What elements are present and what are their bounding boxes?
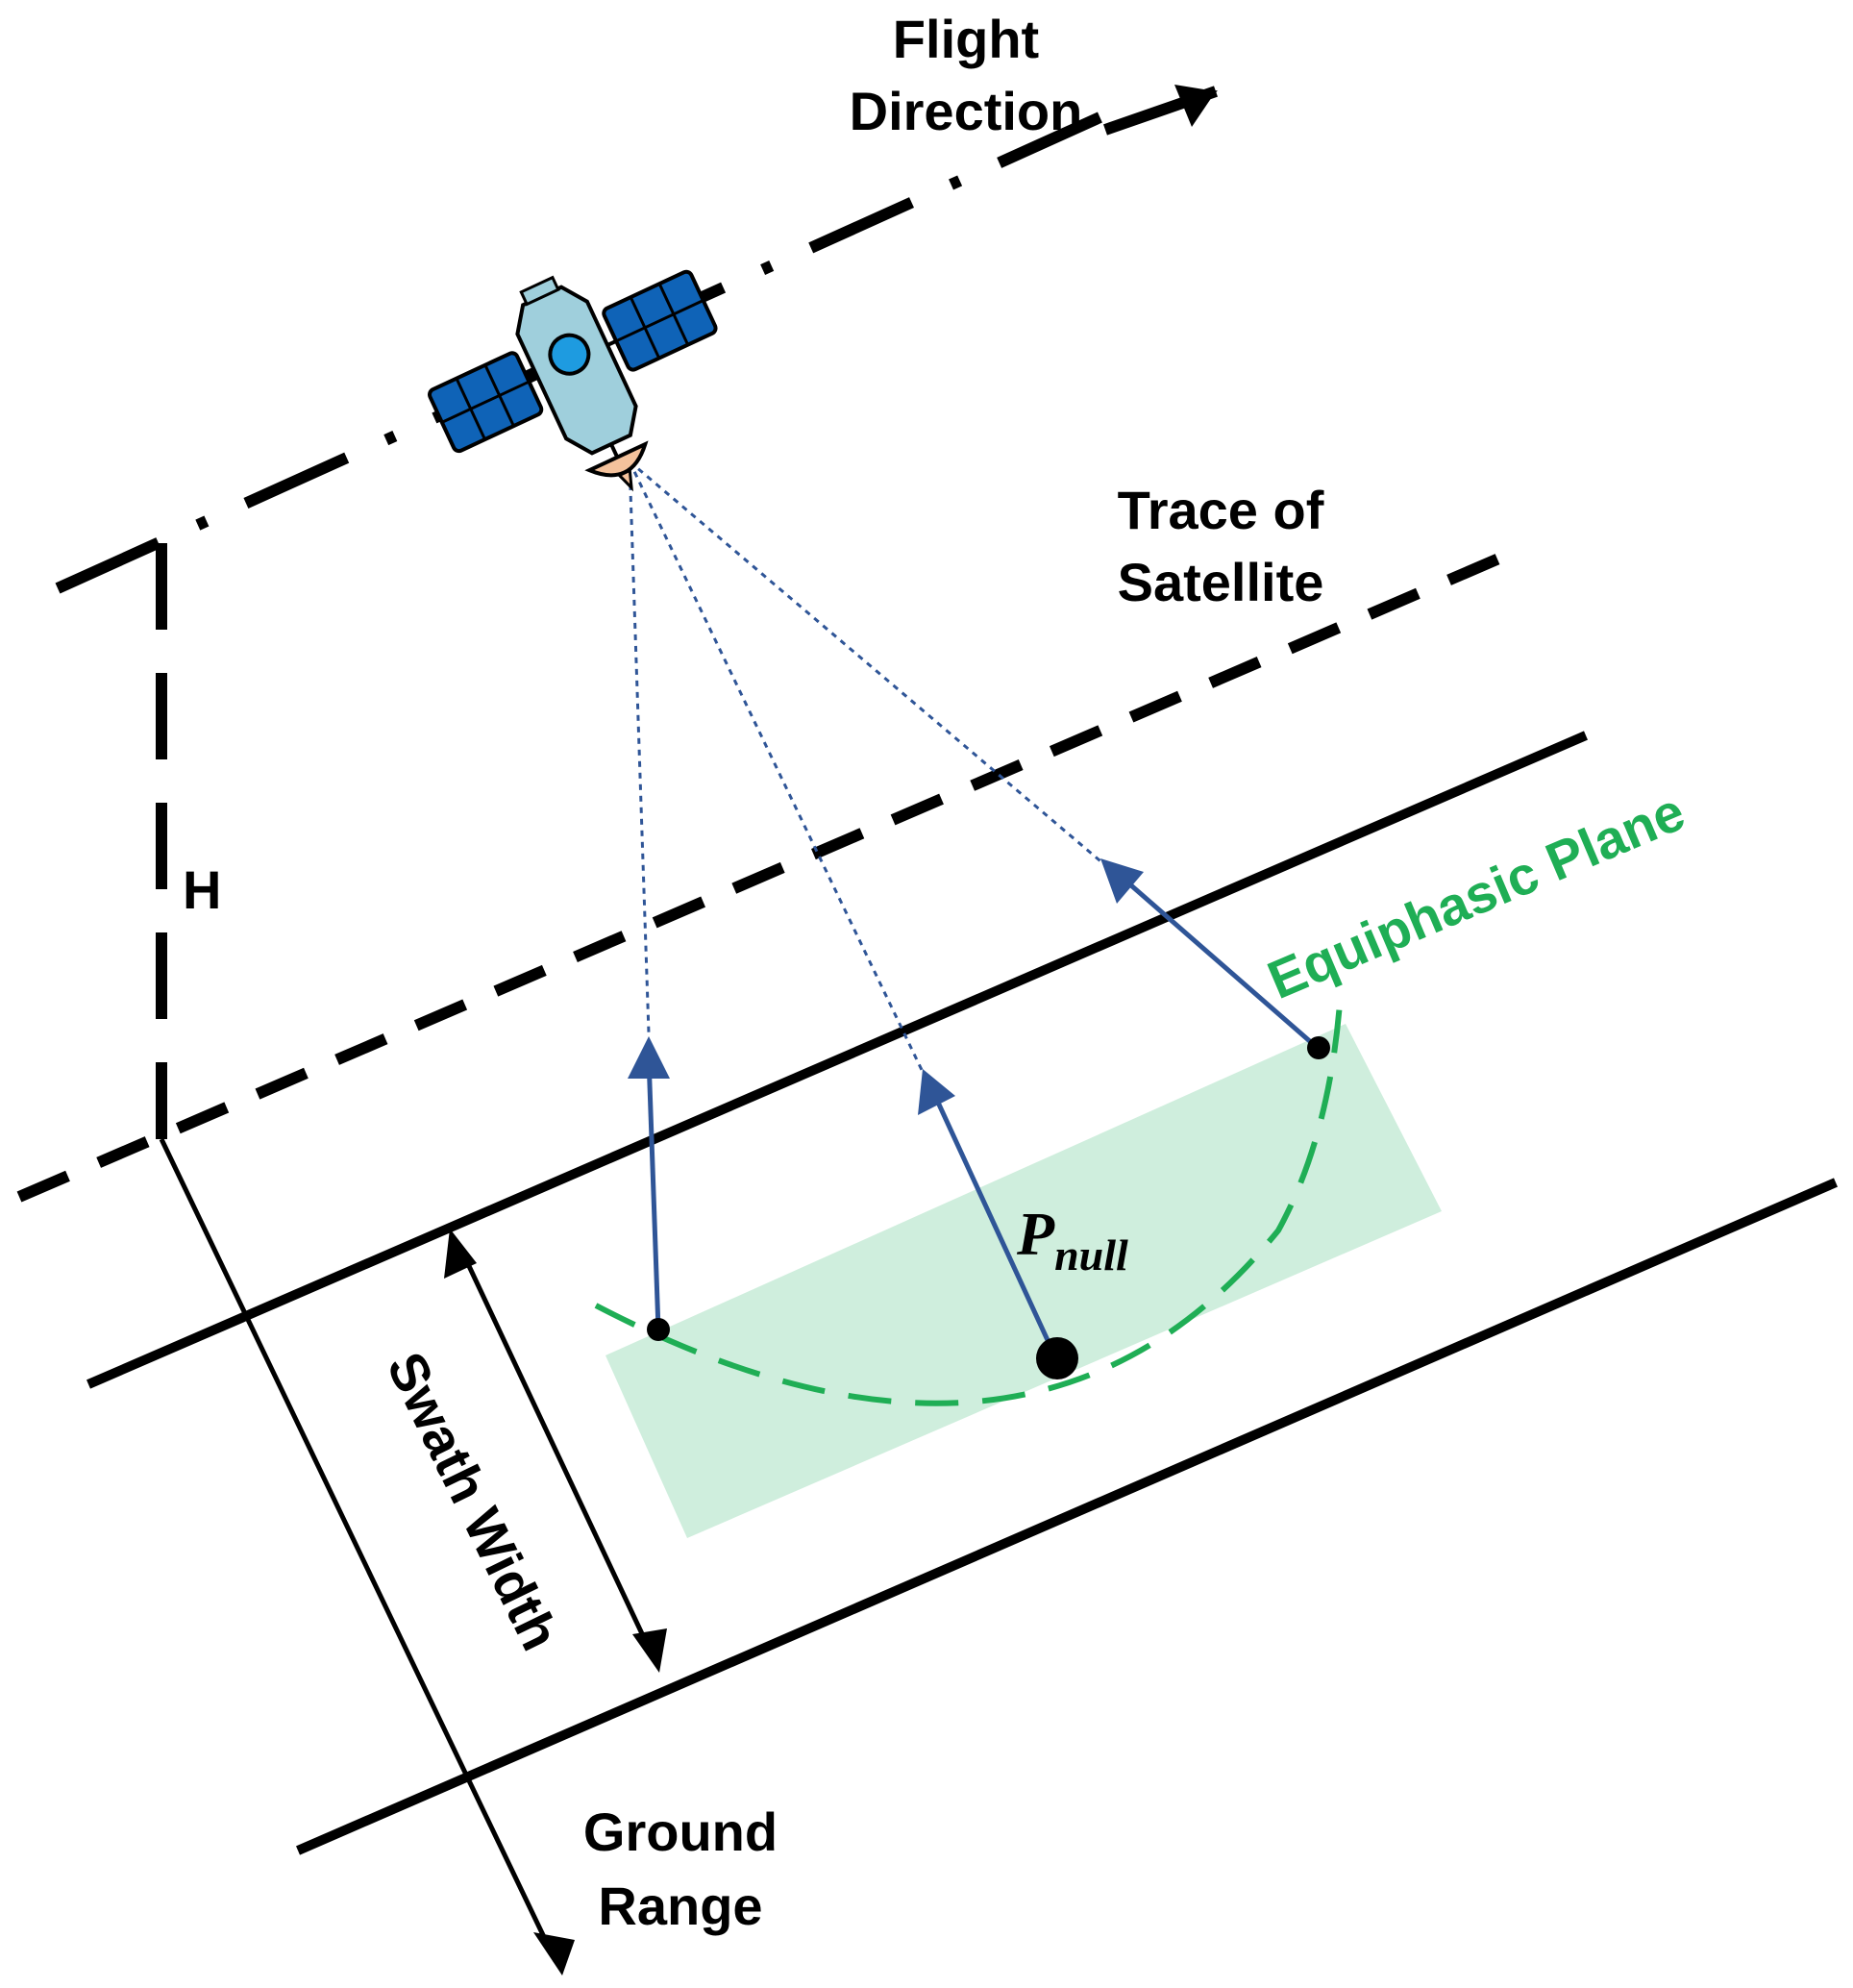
far-range-line [296, 1178, 1838, 1855]
flight-direction-label-line1: Flight [893, 9, 1039, 69]
ground-range-axis [159, 1137, 558, 1963]
radar-ray-middle [628, 460, 925, 1073]
near-range-line [86, 731, 1588, 1389]
trace-label-line2: Satellite [1118, 552, 1324, 612]
swath-area [605, 1024, 1442, 1538]
p-null-subscript: null [1054, 1230, 1128, 1280]
swath-width-arrowhead-top [444, 1229, 477, 1279]
swath-width-label: Swath Width [376, 1343, 572, 1659]
radar-ray-right [629, 460, 1106, 867]
ground-range-label-line2: Range [598, 1876, 762, 1936]
satellite-icon [428, 269, 718, 492]
satellite-trace-line [16, 542, 1526, 1203]
ground-point-left [647, 1318, 670, 1341]
echo-arrow-left [646, 1056, 661, 1330]
satellite-lens [548, 333, 591, 376]
ground-range-arrowhead [533, 1932, 575, 1976]
p-null-label: Pnull [1016, 1200, 1128, 1280]
p-null-main: P [1016, 1200, 1055, 1268]
ground-point-right [1307, 1036, 1330, 1059]
flight-direction-arrowhead [1174, 85, 1216, 127]
flight-direction-label-line2: Direction [850, 81, 1083, 141]
echo-arrow-right-head [1100, 858, 1144, 904]
solar-panel-left-icon [428, 351, 544, 454]
radar-ray-left [628, 460, 651, 1034]
equiphasic-plane-label: Equiphasic Plane [1259, 781, 1692, 1010]
equiphasic-arc [594, 989, 1344, 1406]
swath-width-arrowhead-bottom [632, 1628, 667, 1673]
height-label: H [183, 859, 221, 920]
ground-point-null [1036, 1337, 1078, 1379]
echo-arrow-middle-head [918, 1069, 955, 1115]
echo-arrow-middle [931, 1092, 1055, 1353]
echo-arrow-right [1123, 878, 1314, 1045]
echo-arrow-left-head [628, 1036, 670, 1079]
solar-panel-right-icon [602, 269, 718, 372]
ground-range-label-line1: Ground [583, 1802, 778, 1862]
swath-width-arrow [458, 1248, 656, 1660]
trace-label-line1: Trace of [1118, 480, 1324, 540]
